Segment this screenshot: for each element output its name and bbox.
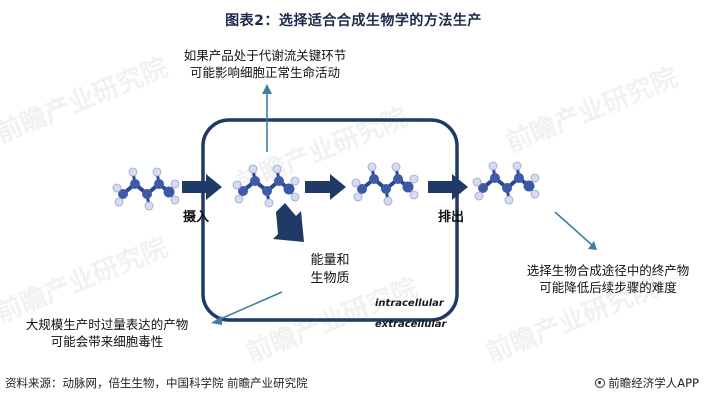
product-molecule xyxy=(471,160,541,206)
note-line: 能量和 xyxy=(310,253,350,268)
pointer-line xyxy=(554,211,593,246)
note-line: 可能影响细胞正常生命活动 xyxy=(189,65,340,80)
pointer-line xyxy=(217,291,283,321)
brand-logo-icon xyxy=(595,378,606,388)
substrate-molecule xyxy=(111,166,181,212)
intracellular-label: intracellular xyxy=(375,298,444,309)
extracellular-label: extracellular xyxy=(375,319,447,330)
note-line: 选择生物合成途径中的终产物 xyxy=(526,263,690,278)
note-line: 可能降低后续步骤的难度 xyxy=(539,280,677,295)
note-line: 生物质 xyxy=(310,271,350,286)
pointer-arrowhead xyxy=(211,316,222,325)
pointer-arrowhead xyxy=(262,84,272,94)
note-line: 可能会带来细胞毒性 xyxy=(50,334,164,349)
top-note: 如果产品处于代谢流关键环节 可能影响细胞正常生命活动 xyxy=(165,47,365,81)
cell-membrane xyxy=(201,118,459,322)
figure-title: 图表2：选择适合合成生物学的方法生产 xyxy=(225,13,482,29)
pointer-arrowhead xyxy=(588,241,597,250)
right-note: 选择生物合成途径中的终产物 可能降低后续步骤的难度 xyxy=(508,262,707,296)
left-note: 大规模生产时过量表达的产物 可能会带来细胞毒性 xyxy=(4,316,210,350)
intermediate-molecule xyxy=(231,163,301,209)
pathway-arrow xyxy=(305,174,346,200)
source-note: 资料来源：动脉网，倍生生物，中国科学院 前瞻产业研究院 xyxy=(5,376,308,390)
export-arrow xyxy=(428,174,468,200)
note-line: 大规模生产时过量表达的产物 xyxy=(25,317,189,332)
energy-biomass-arrow xyxy=(273,203,304,242)
uptake-arrow xyxy=(182,174,222,200)
note-line: 如果产品处于代谢流关键环节 xyxy=(183,48,347,63)
brand-credit: 前瞻经济学人APP xyxy=(595,375,699,391)
brand-name: 前瞻经济学人APP xyxy=(608,376,699,390)
energy-biomass-note: 能量和 生物质 xyxy=(298,252,362,288)
uptake-label: 摄入 xyxy=(183,210,210,225)
intermediate-molecule xyxy=(350,161,420,207)
export-label: 排出 xyxy=(438,210,465,225)
